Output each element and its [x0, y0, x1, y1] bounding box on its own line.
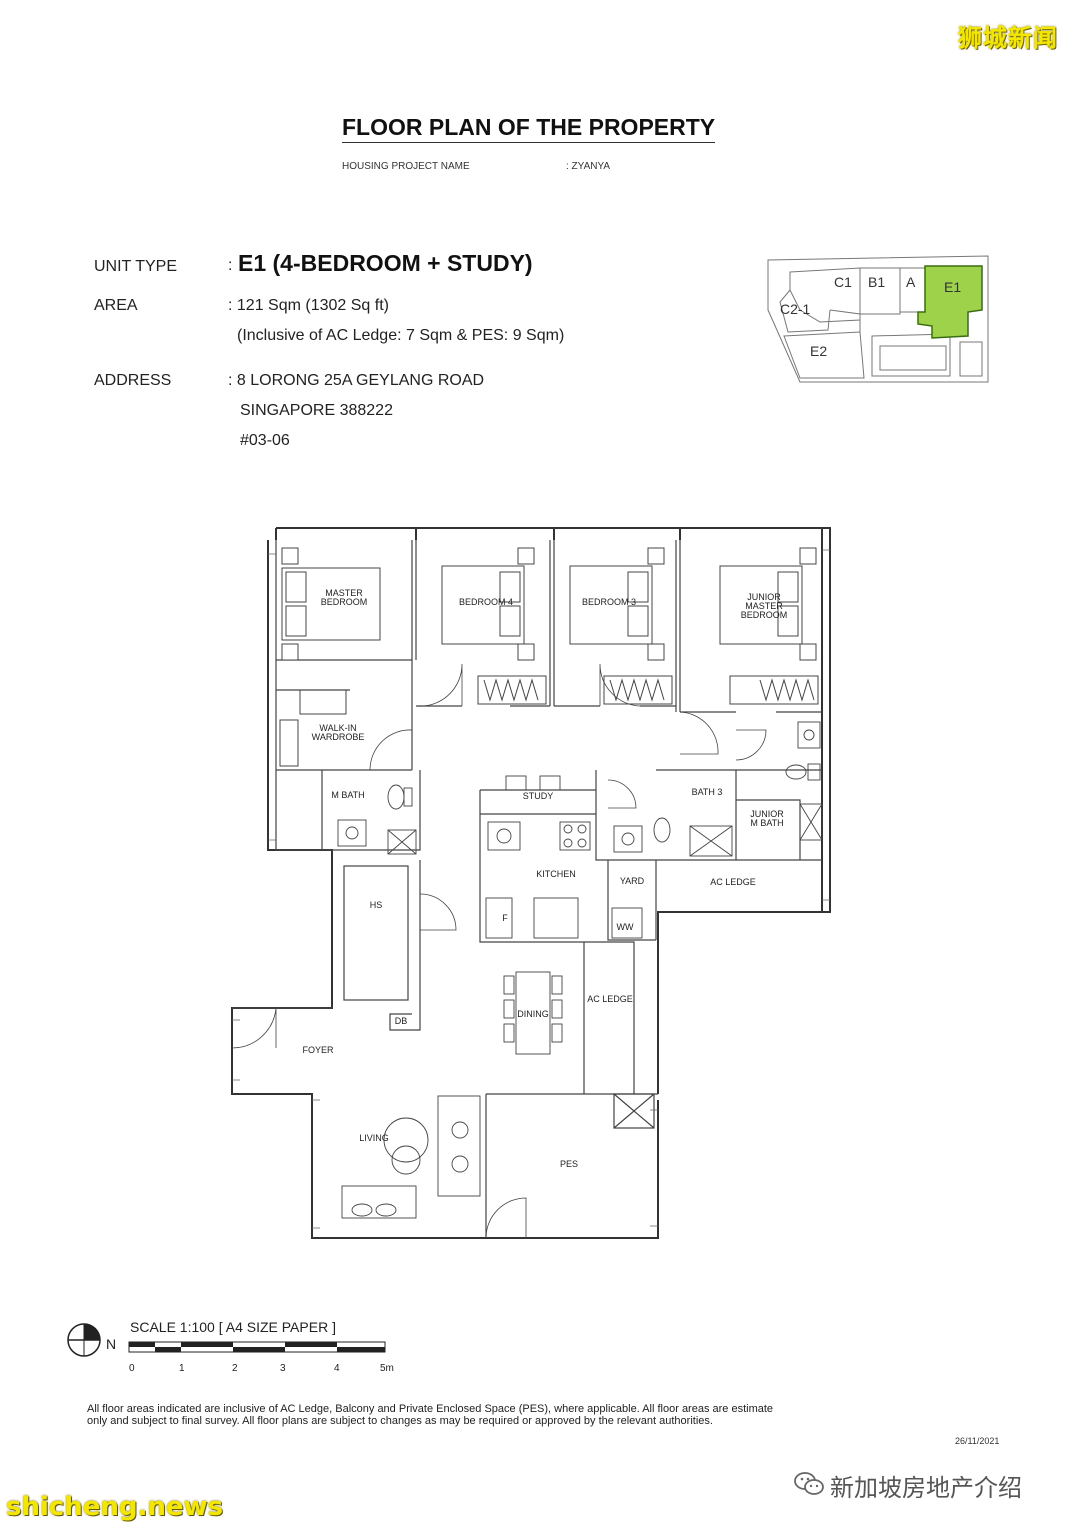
room-hs: HS	[370, 900, 383, 910]
scale-tick-1: 1	[179, 1363, 185, 1374]
scale-tick-5m: 5m	[380, 1363, 394, 1374]
unit-type-colon: :	[228, 257, 233, 274]
project-name-value: : ZYANYA	[566, 161, 611, 172]
room-junior-master-2: MASTER	[745, 601, 783, 611]
room-ac-ledge-mid: AC LEDGE	[587, 994, 633, 1004]
watermark-bottom-left: shicheng.news	[6, 1492, 224, 1522]
compass-icon	[67, 1323, 101, 1357]
room-m-bath: M BATH	[331, 790, 364, 800]
room-pes: PES	[560, 1159, 578, 1169]
room-db: DB	[395, 1016, 408, 1026]
disclaimer: All floor areas indicated are inclusive …	[87, 1403, 774, 1427]
key-plan-b1: B1	[868, 274, 885, 290]
scale-tick-0: 0	[129, 1363, 135, 1374]
room-junior-master-1: JUNIOR	[747, 592, 781, 602]
room-junior-master-3: BEDROOM	[741, 610, 788, 620]
room-bath-3: BATH 3	[692, 787, 723, 797]
area-label: AREA	[94, 297, 138, 314]
room-study: STUDY	[523, 791, 554, 801]
unit-type-label: UNIT TYPE	[94, 258, 177, 275]
room-kitchen: KITCHEN	[536, 869, 576, 879]
scale-tick-2: 2	[232, 1363, 238, 1374]
watermark-top: 狮城新闻	[958, 24, 1058, 52]
scale-bar	[128, 1341, 386, 1353]
room-master-bedroom-1: MASTER	[325, 588, 363, 598]
room-foyer: FOYER	[302, 1045, 334, 1055]
key-plan-c1: C1	[834, 274, 852, 290]
room-junior-m-bath-1: JUNIOR	[750, 809, 784, 819]
floor-plan: MASTER BEDROOM BEDROOM 4 BEDROOM 3 JUNIO…	[231, 527, 831, 1239]
room-dining: DINING	[517, 1009, 549, 1019]
compass-label: N	[106, 1336, 117, 1352]
room-walk-in-1: WALK-IN	[319, 723, 356, 733]
room-bedroom-3: BEDROOM 3	[582, 597, 636, 607]
watermark-bottom-right: 新加坡房地产介绍	[830, 1474, 1022, 1502]
key-plan-a: A	[906, 274, 916, 290]
issue-date: 26/11/2021	[955, 1436, 1000, 1446]
page-title: FLOOR PLAN OF THE PROPERTY	[342, 114, 716, 143]
scale-tick-3: 3	[280, 1363, 286, 1374]
key-plan: C1 B1 A E1 C2-1 E2	[767, 255, 989, 383]
key-plan-c2-1: C2-1	[780, 301, 811, 317]
key-plan-e1: E1	[944, 279, 961, 295]
address-label: ADDRESS	[94, 372, 172, 389]
room-yard: YARD	[620, 876, 645, 886]
room-walk-in-2: WARDROBE	[312, 732, 365, 742]
key-plan-e1-highlight	[917, 265, 983, 339]
room-ww: WW	[617, 922, 634, 932]
room-living: LIVING	[359, 1133, 389, 1143]
scale-tick-4: 4	[334, 1363, 340, 1374]
address-line2: SINGAPORE 388222	[240, 402, 393, 419]
address-line1: : 8 LORONG 25A GEYLANG ROAD	[228, 372, 485, 389]
room-f: F	[502, 913, 508, 923]
room-master-bedroom-2: BEDROOM	[321, 597, 368, 607]
room-ac-ledge-top: AC LEDGE	[710, 877, 756, 887]
area-note: (Inclusive of AC Ledge: 7 Sqm & PES: 9 S…	[237, 327, 565, 344]
room-bedroom-4: BEDROOM 4	[459, 597, 513, 607]
key-plan-e2: E2	[810, 343, 827, 359]
area-value: : 121 Sqm (1302 Sq ft)	[228, 297, 389, 314]
unit-type-value: E1 (4-BEDROOM + STUDY)	[238, 250, 533, 276]
address-line3: #03-06	[240, 432, 290, 449]
room-junior-m-bath-2: M BATH	[750, 818, 783, 828]
project-name-label: HOUSING PROJECT NAME	[342, 161, 470, 172]
wechat-icon	[794, 1472, 824, 1495]
scale-title: SCALE 1:100 [ A4 SIZE PAPER ]	[130, 1319, 336, 1335]
